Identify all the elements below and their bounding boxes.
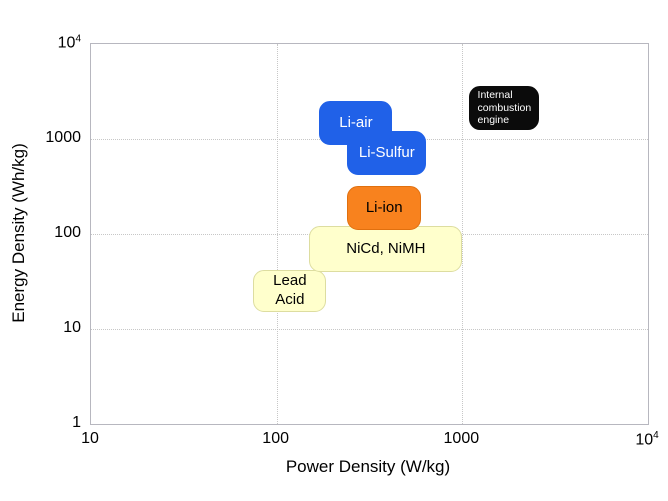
y-axis-title: Energy Density (Wh/kg) bbox=[9, 143, 28, 323]
region-label-lead-acid: Lead Acid bbox=[273, 272, 307, 309]
tick-label-y-10: 10 bbox=[63, 319, 81, 336]
tick-label-y-1000: 1000 bbox=[45, 129, 81, 146]
region-label-li-sulfur: Li-Sulfur bbox=[358, 143, 415, 161]
region-li-air: Li-air bbox=[319, 101, 393, 145]
region-label-li-ion: Li-ion bbox=[365, 198, 403, 216]
tick-label-y-1: 1 bbox=[72, 414, 81, 431]
tick-label-x-10: 10 bbox=[81, 430, 99, 447]
gridline-v-100 bbox=[276, 44, 278, 424]
tick-label-x-1000: 1000 bbox=[443, 430, 480, 447]
region-nicd-nimh: NiCd, NiMH bbox=[309, 226, 463, 272]
tick-label-y-100: 100 bbox=[54, 224, 81, 241]
tick-label-x-10000: 104 bbox=[635, 430, 659, 449]
gridline-v-1000 bbox=[462, 44, 464, 424]
x-axis-title: Power Density (W/kg) bbox=[285, 457, 451, 476]
region-label-nicd-nimh: NiCd, NiMH bbox=[346, 239, 426, 257]
tick-label-x-100: 100 bbox=[262, 430, 290, 447]
gridline-h-10 bbox=[91, 329, 648, 330]
region-label-internal-combustion-engine: Internal combustion engine bbox=[477, 88, 532, 127]
region-li-ion: Li-ion bbox=[347, 186, 422, 231]
plot-area: Lead Acid NiCd, NiMH Li-ion Li-Sulfur Li-air… bbox=[90, 43, 649, 425]
tick-label-y-10000: 104 bbox=[57, 33, 81, 52]
region-internal-combustion-engine: Internal combustion engine bbox=[468, 86, 540, 130]
region-label-li-air: Li-air bbox=[339, 113, 373, 131]
region-lead-acid: Lead Acid bbox=[253, 269, 327, 313]
